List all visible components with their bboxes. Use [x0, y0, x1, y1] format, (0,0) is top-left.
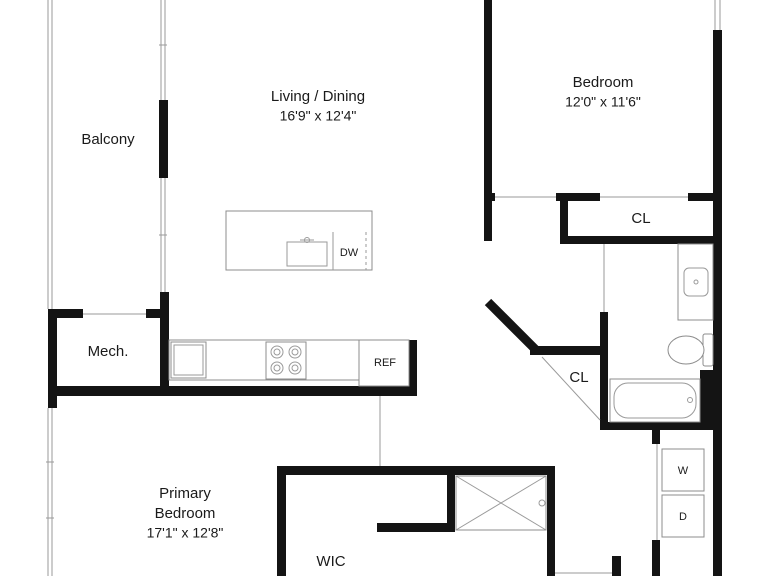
- refrigerator-label: REF: [374, 357, 396, 369]
- exterior-wall-right: [700, 0, 722, 576]
- kitchen-sink-icon: [170, 341, 207, 379]
- shower-diagonal: [455, 475, 547, 531]
- living-dining-label: Living / Dining: [271, 88, 365, 105]
- shower-icon: [455, 475, 547, 531]
- balcony-label: Balcony: [81, 131, 135, 148]
- dryer-label: D: [679, 511, 687, 523]
- wall-segment: [700, 370, 722, 430]
- burner: [273, 348, 281, 356]
- balcony-window-wall: [159, 0, 168, 292]
- wall-segment: [377, 523, 455, 532]
- wall-segment: [652, 430, 660, 444]
- wall-segment: [600, 422, 722, 430]
- mech-walls: [48, 292, 417, 408]
- wall-segment: [547, 466, 555, 576]
- living-dining-dimensions: 16'9" x 12'4": [280, 108, 357, 124]
- wall-segment: [556, 193, 600, 201]
- vanity-drain: [693, 279, 699, 285]
- wall-segment: [159, 100, 168, 178]
- stove-top: [265, 341, 307, 380]
- wall-segment: [484, 298, 540, 354]
- primary-bedroom-windows: [46, 408, 54, 576]
- bedroom-dimensions: 12'0" x 11'6": [565, 94, 641, 110]
- burner: [288, 345, 302, 359]
- mech-label: Mech.: [88, 343, 129, 360]
- burner: [288, 361, 302, 375]
- wall-segment: [713, 30, 722, 576]
- wall-segment: [688, 193, 718, 201]
- balcony-railing: [47, 0, 53, 309]
- hall-closet-label: CL: [569, 369, 588, 386]
- burner: [291, 364, 299, 372]
- washer-icon: [661, 448, 705, 492]
- kitchen-sink-basin: [173, 344, 204, 376]
- tub-basin: [613, 382, 697, 419]
- washer-label: W: [678, 465, 689, 477]
- vanity-icon: [677, 243, 714, 321]
- wall-segment: [612, 556, 621, 576]
- island-counter: [225, 210, 373, 271]
- refrigerator-icon: [358, 339, 410, 387]
- kitchen-counter: REF: [168, 339, 410, 387]
- burner: [270, 361, 284, 375]
- wic-label: WIC: [316, 553, 345, 570]
- wall-segment: [652, 540, 660, 576]
- wall-segment: [530, 346, 608, 355]
- room-labels: Balcony Living / Dining 16'9" x 12'4" Be…: [81, 74, 650, 570]
- laundry-closet: W D: [652, 430, 705, 576]
- primary-bedroom-label-line2: Bedroom: [155, 505, 216, 522]
- primary-bedroom-dimensions: 17'1" x 12'8": [147, 525, 224, 541]
- wall-segment: [560, 193, 568, 244]
- wall-segment: [48, 309, 57, 408]
- burner: [270, 345, 284, 359]
- hall-closet-walls: [484, 298, 608, 421]
- hall-bath-walls: [600, 244, 722, 430]
- burner: [273, 364, 281, 372]
- dishwasher-label: DW: [340, 247, 359, 259]
- wall-segment: [447, 474, 455, 532]
- wall-segment: [484, 0, 492, 241]
- closet-door: [541, 356, 601, 421]
- wall-segment: [277, 466, 286, 576]
- tub-drain: [687, 397, 693, 403]
- wall-segment: [277, 466, 555, 475]
- tub-outline: [609, 378, 701, 423]
- wall-segment: [48, 309, 83, 318]
- kitchen-island: DW: [225, 210, 373, 271]
- wall-segment: [600, 312, 608, 430]
- toilet-bowl: [667, 335, 705, 365]
- burner: [291, 348, 299, 356]
- bedroom-closet-label: CL: [631, 210, 650, 227]
- wall-segment: [48, 386, 417, 396]
- stove-icon: [265, 341, 307, 380]
- wall-segment: [409, 340, 417, 396]
- dryer-icon: [661, 494, 705, 538]
- vanity-sink: [683, 267, 709, 297]
- bedroom-walls: [484, 0, 720, 244]
- shower-drain: [538, 499, 546, 507]
- primary-bedroom-label-line1: Primary: [159, 485, 211, 502]
- bedroom-label: Bedroom: [573, 74, 634, 91]
- toilet-icon: [667, 333, 714, 367]
- wic-walls: [277, 466, 621, 576]
- wall-segment: [146, 309, 169, 318]
- wall-segment: [560, 236, 720, 244]
- wall-segment: [484, 193, 495, 201]
- bathtub-icon: [609, 378, 701, 423]
- wall-segment: [160, 292, 169, 390]
